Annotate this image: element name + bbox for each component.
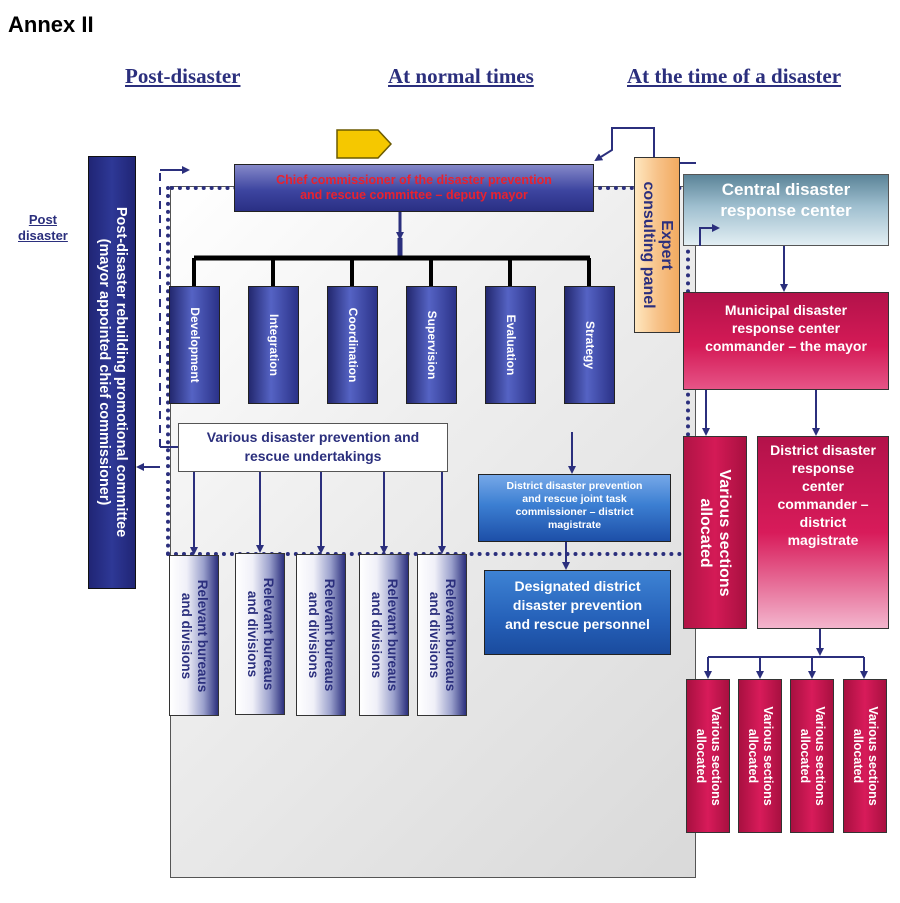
designated-line2: disaster prevention [512, 597, 643, 613]
relevant-bureaus-line1: Relevant bureaus [195, 579, 210, 692]
municipal-line2: response center [731, 320, 841, 336]
relevant-bureaus-line2: and divisions [306, 591, 321, 679]
function-box-evaluation: Evaluation [485, 286, 536, 404]
rebuilding-committee-text: Post-disaster rebuilding promotional com… [95, 162, 129, 582]
central-line2: response center [720, 201, 852, 220]
relevant-bureaus-text-4: Relevant bureaus and divisions [368, 579, 400, 692]
relevant-bureaus-text-1: Relevant bureaus and divisions [178, 579, 210, 692]
municipal-line3: commander – the mayor [705, 338, 867, 354]
post-disaster-label: Post disaster [18, 212, 68, 244]
small-sections-line1: Various sections [709, 706, 723, 806]
relevant-bureaus-text-2: Relevant bureaus and divisions [244, 578, 276, 691]
designated-line3: and rescue personnel [505, 616, 650, 632]
small-sections-box-3: Various sections allocated [790, 679, 834, 833]
chief-commissioner-line2: and rescue committee – deputy mayor [300, 188, 528, 202]
small-sections-text-1: Various sections allocated [693, 706, 723, 805]
small-sections-line2: allocated [746, 728, 760, 784]
rebuilding-committee-line1: Post-disaster rebuilding promotional com… [113, 206, 129, 538]
district-cmd-line6: magistrate [787, 532, 859, 548]
function-box-supervision: Supervision [406, 286, 457, 404]
function-label-strategy: Strategy [582, 320, 597, 370]
small-sections-line1: Various sections [866, 706, 880, 806]
small-sections-text-4: Various sections allocated [850, 706, 880, 805]
district-joint-line1: District disaster prevention [506, 480, 643, 492]
relevant-bureaus-box-2: Relevant bureaus and divisions [235, 553, 285, 715]
chief-commissioner-line1: Chief commissioner of the disaster preve… [276, 173, 552, 187]
municipal-response-center-box: Municipal disaster response center comma… [683, 292, 889, 390]
annex-title: Annex II [8, 12, 94, 37]
heading-post-disaster: Post-disaster [125, 64, 241, 88]
district-cmd-line4: commander – [777, 496, 869, 512]
designated-personnel-box: Designated district disaster prevention … [484, 570, 671, 655]
district-cmd-line5: district [799, 514, 847, 530]
expert-consulting-panel-box: Expert consulting panel [634, 157, 680, 333]
relevant-bureaus-text-3: Relevant bureaus and divisions [305, 579, 337, 692]
relevant-bureaus-line1: Relevant bureaus [443, 578, 458, 692]
small-sections-line1: Various sections [813, 706, 827, 806]
function-label-evaluation: Evaluation [503, 314, 518, 376]
central-disaster-response-center-box: Central disaster response center [683, 174, 889, 246]
relevant-bureaus-line2: and divisions [179, 592, 194, 679]
heading-normal-times: At normal times [388, 64, 534, 88]
function-label-supervision: Supervision [424, 310, 439, 380]
relevant-bureaus-line1: Relevant bureaus [385, 578, 400, 692]
small-sections-box-4: Various sections allocated [843, 679, 887, 833]
function-box-strategy: Strategy [564, 286, 615, 404]
heading-time-of-disaster: At the time of a disaster [627, 64, 842, 88]
chief-commissioner-box: Chief commissioner of the disaster preve… [234, 164, 594, 212]
expert-line2: consulting panel [640, 181, 657, 309]
undertakings-box: Various disaster prevention and rescue u… [178, 423, 448, 472]
expert-consulting-panel-text: Expert consulting panel [639, 181, 675, 308]
function-box-development: Development [169, 286, 220, 404]
relevant-bureaus-line2: and divisions [427, 591, 442, 679]
small-sections-line2: allocated [851, 728, 865, 784]
district-cmd-line2: response [791, 460, 855, 476]
function-label-coordination: Coordination [345, 307, 360, 383]
district-joint-line3: commissioner – district [515, 506, 634, 518]
function-label-development: Development [187, 307, 202, 383]
dotted-boundary-left [166, 186, 170, 556]
relevant-bureaus-box-4: Relevant bureaus and divisions [359, 554, 409, 716]
district-joint-task-box: District disaster prevention and rescue … [478, 474, 671, 542]
relevant-bureaus-line2: and divisions [245, 590, 260, 678]
small-sections-text-3: Various sections allocated [797, 706, 827, 805]
district-cmd-line1: District disaster [770, 442, 876, 458]
small-sections-box-2: Various sections allocated [738, 679, 782, 833]
relevant-bureaus-line1: Relevant bureaus [261, 577, 276, 691]
various-sections-line2: allocated [697, 497, 714, 568]
undertakings-line2: rescue undertakings [244, 448, 382, 464]
flag-marker-icon [336, 129, 392, 159]
central-line1: Central disaster [721, 180, 851, 199]
central-to-chief-arrow [594, 127, 655, 162]
designated-line1: Designated district [514, 578, 641, 594]
relevant-bureaus-line1: Relevant bureaus [322, 578, 337, 692]
function-box-coordination: Coordination [327, 286, 378, 404]
rebuilding-committee-line2: (mayor appointed chief commissioner) [96, 238, 112, 506]
municipal-line1: Municipal disaster [724, 302, 848, 318]
function-box-integration: Integration [248, 286, 299, 404]
district-response-commander-box: District disaster response center comman… [757, 436, 889, 629]
relevant-bureaus-text-5: Relevant bureaus and divisions [426, 579, 458, 692]
rebuilding-committee-box [88, 156, 136, 589]
various-sections-main-box: Various sections allocated [683, 436, 747, 629]
small-sections-box-1: Various sections allocated [686, 679, 730, 833]
relevant-bureaus-box-5: Relevant bureaus and divisions [417, 554, 467, 716]
various-sections-line1: Various sections [716, 468, 733, 597]
relevant-bureaus-line2: and divisions [369, 591, 384, 679]
relevant-bureaus-box-1: Relevant bureaus and divisions [169, 555, 219, 716]
district-cmd-line3: center [801, 478, 845, 494]
small-sections-line2: allocated [798, 728, 812, 784]
expert-line1: Expert [658, 220, 675, 270]
small-sections-line1: Various sections [761, 706, 775, 806]
relevant-bureaus-box-3: Relevant bureaus and divisions [296, 554, 346, 716]
small-sections-line2: allocated [694, 728, 708, 784]
small-sections-text-2: Various sections allocated [745, 706, 775, 805]
undertakings-line1: Various disaster prevention and [206, 429, 420, 445]
district-joint-line2: and rescue joint task [522, 493, 627, 505]
district-joint-line4: magistrate [547, 519, 602, 531]
function-label-integration: Integration [266, 314, 281, 376]
post-disaster-label-line2: disaster [18, 228, 68, 243]
post-disaster-label-line1: Post [28, 212, 58, 227]
various-sections-main-text: Various sections allocated [696, 469, 734, 596]
